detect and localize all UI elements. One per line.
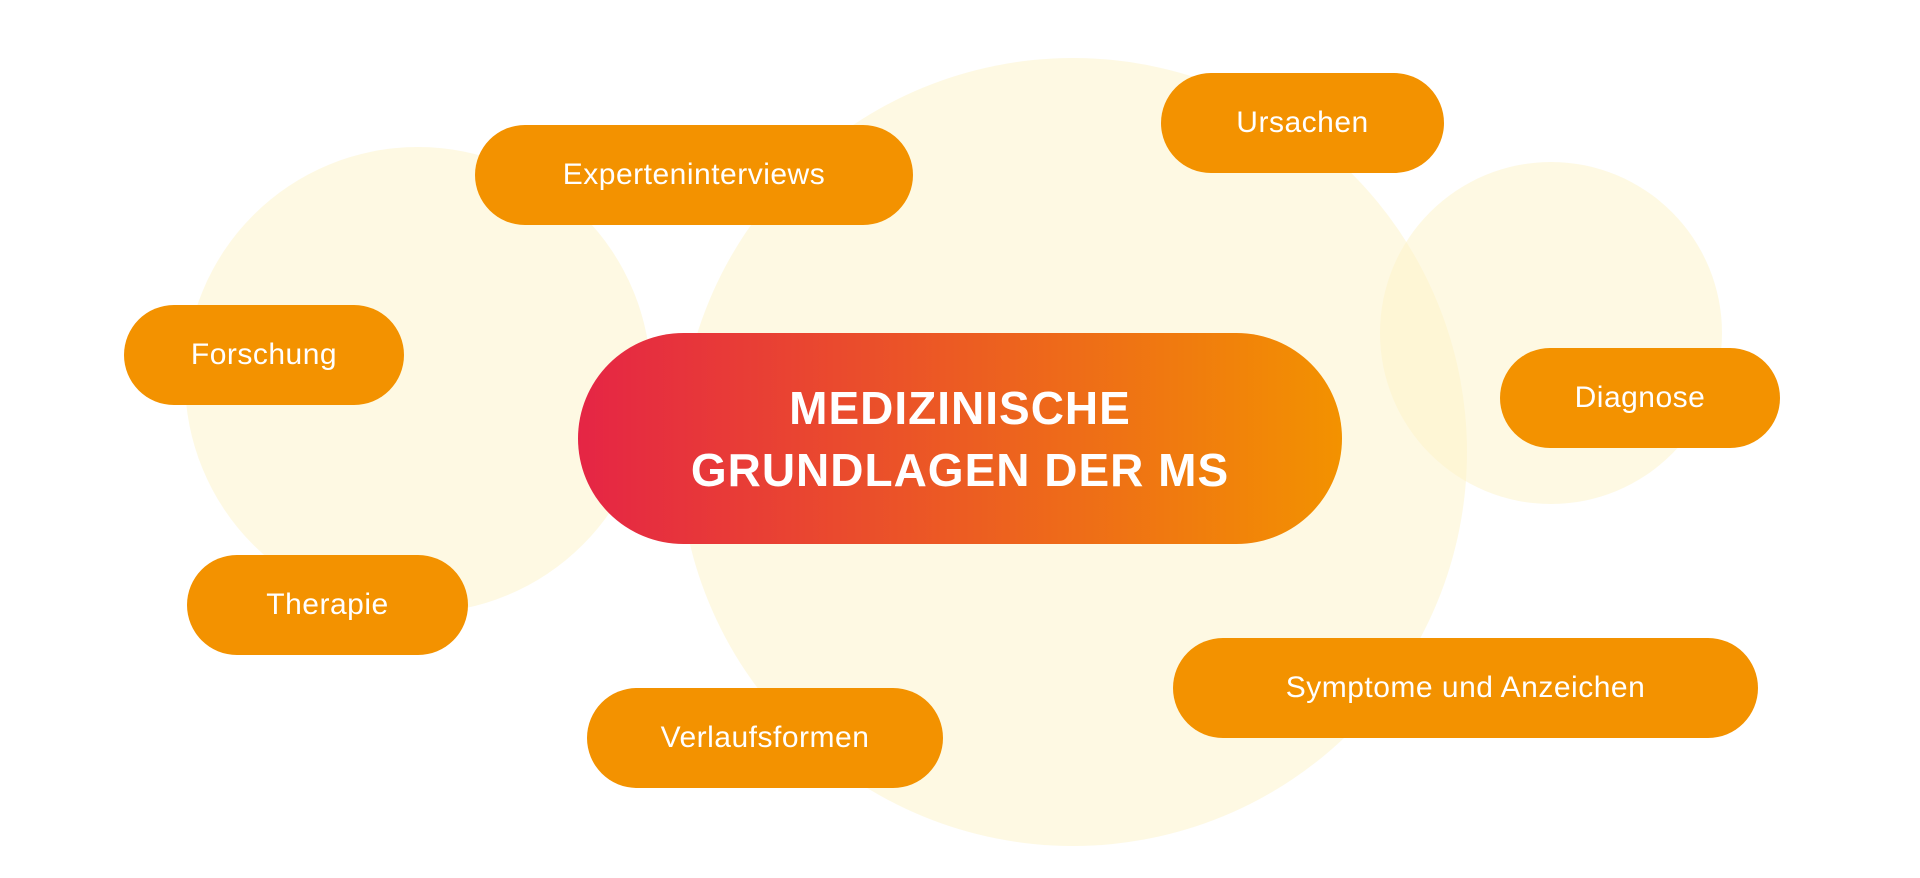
central-title-line1: MEDIZINISCHE bbox=[789, 381, 1131, 434]
central-title-line2: GRUNDLAGEN DER MS bbox=[690, 443, 1230, 496]
topic-forschung[interactable]: Forschung bbox=[124, 305, 404, 405]
topic-symptome-und-anzeichen[interactable]: Symptome und Anzeichen bbox=[1173, 638, 1758, 738]
central-topic: MEDIZINISCHE GRUNDLAGEN DER MS bbox=[578, 333, 1342, 544]
topic-therapie[interactable]: Therapie bbox=[187, 555, 468, 655]
topic-ursachen[interactable]: Ursachen bbox=[1161, 73, 1444, 173]
topic-diagnose[interactable]: Diagnose bbox=[1500, 348, 1780, 448]
topic-experteninterviews[interactable]: Experteninterviews bbox=[475, 125, 913, 225]
background-circle-right bbox=[1380, 162, 1722, 504]
topic-verlaufsformen[interactable]: Verlaufsformen bbox=[587, 688, 943, 788]
